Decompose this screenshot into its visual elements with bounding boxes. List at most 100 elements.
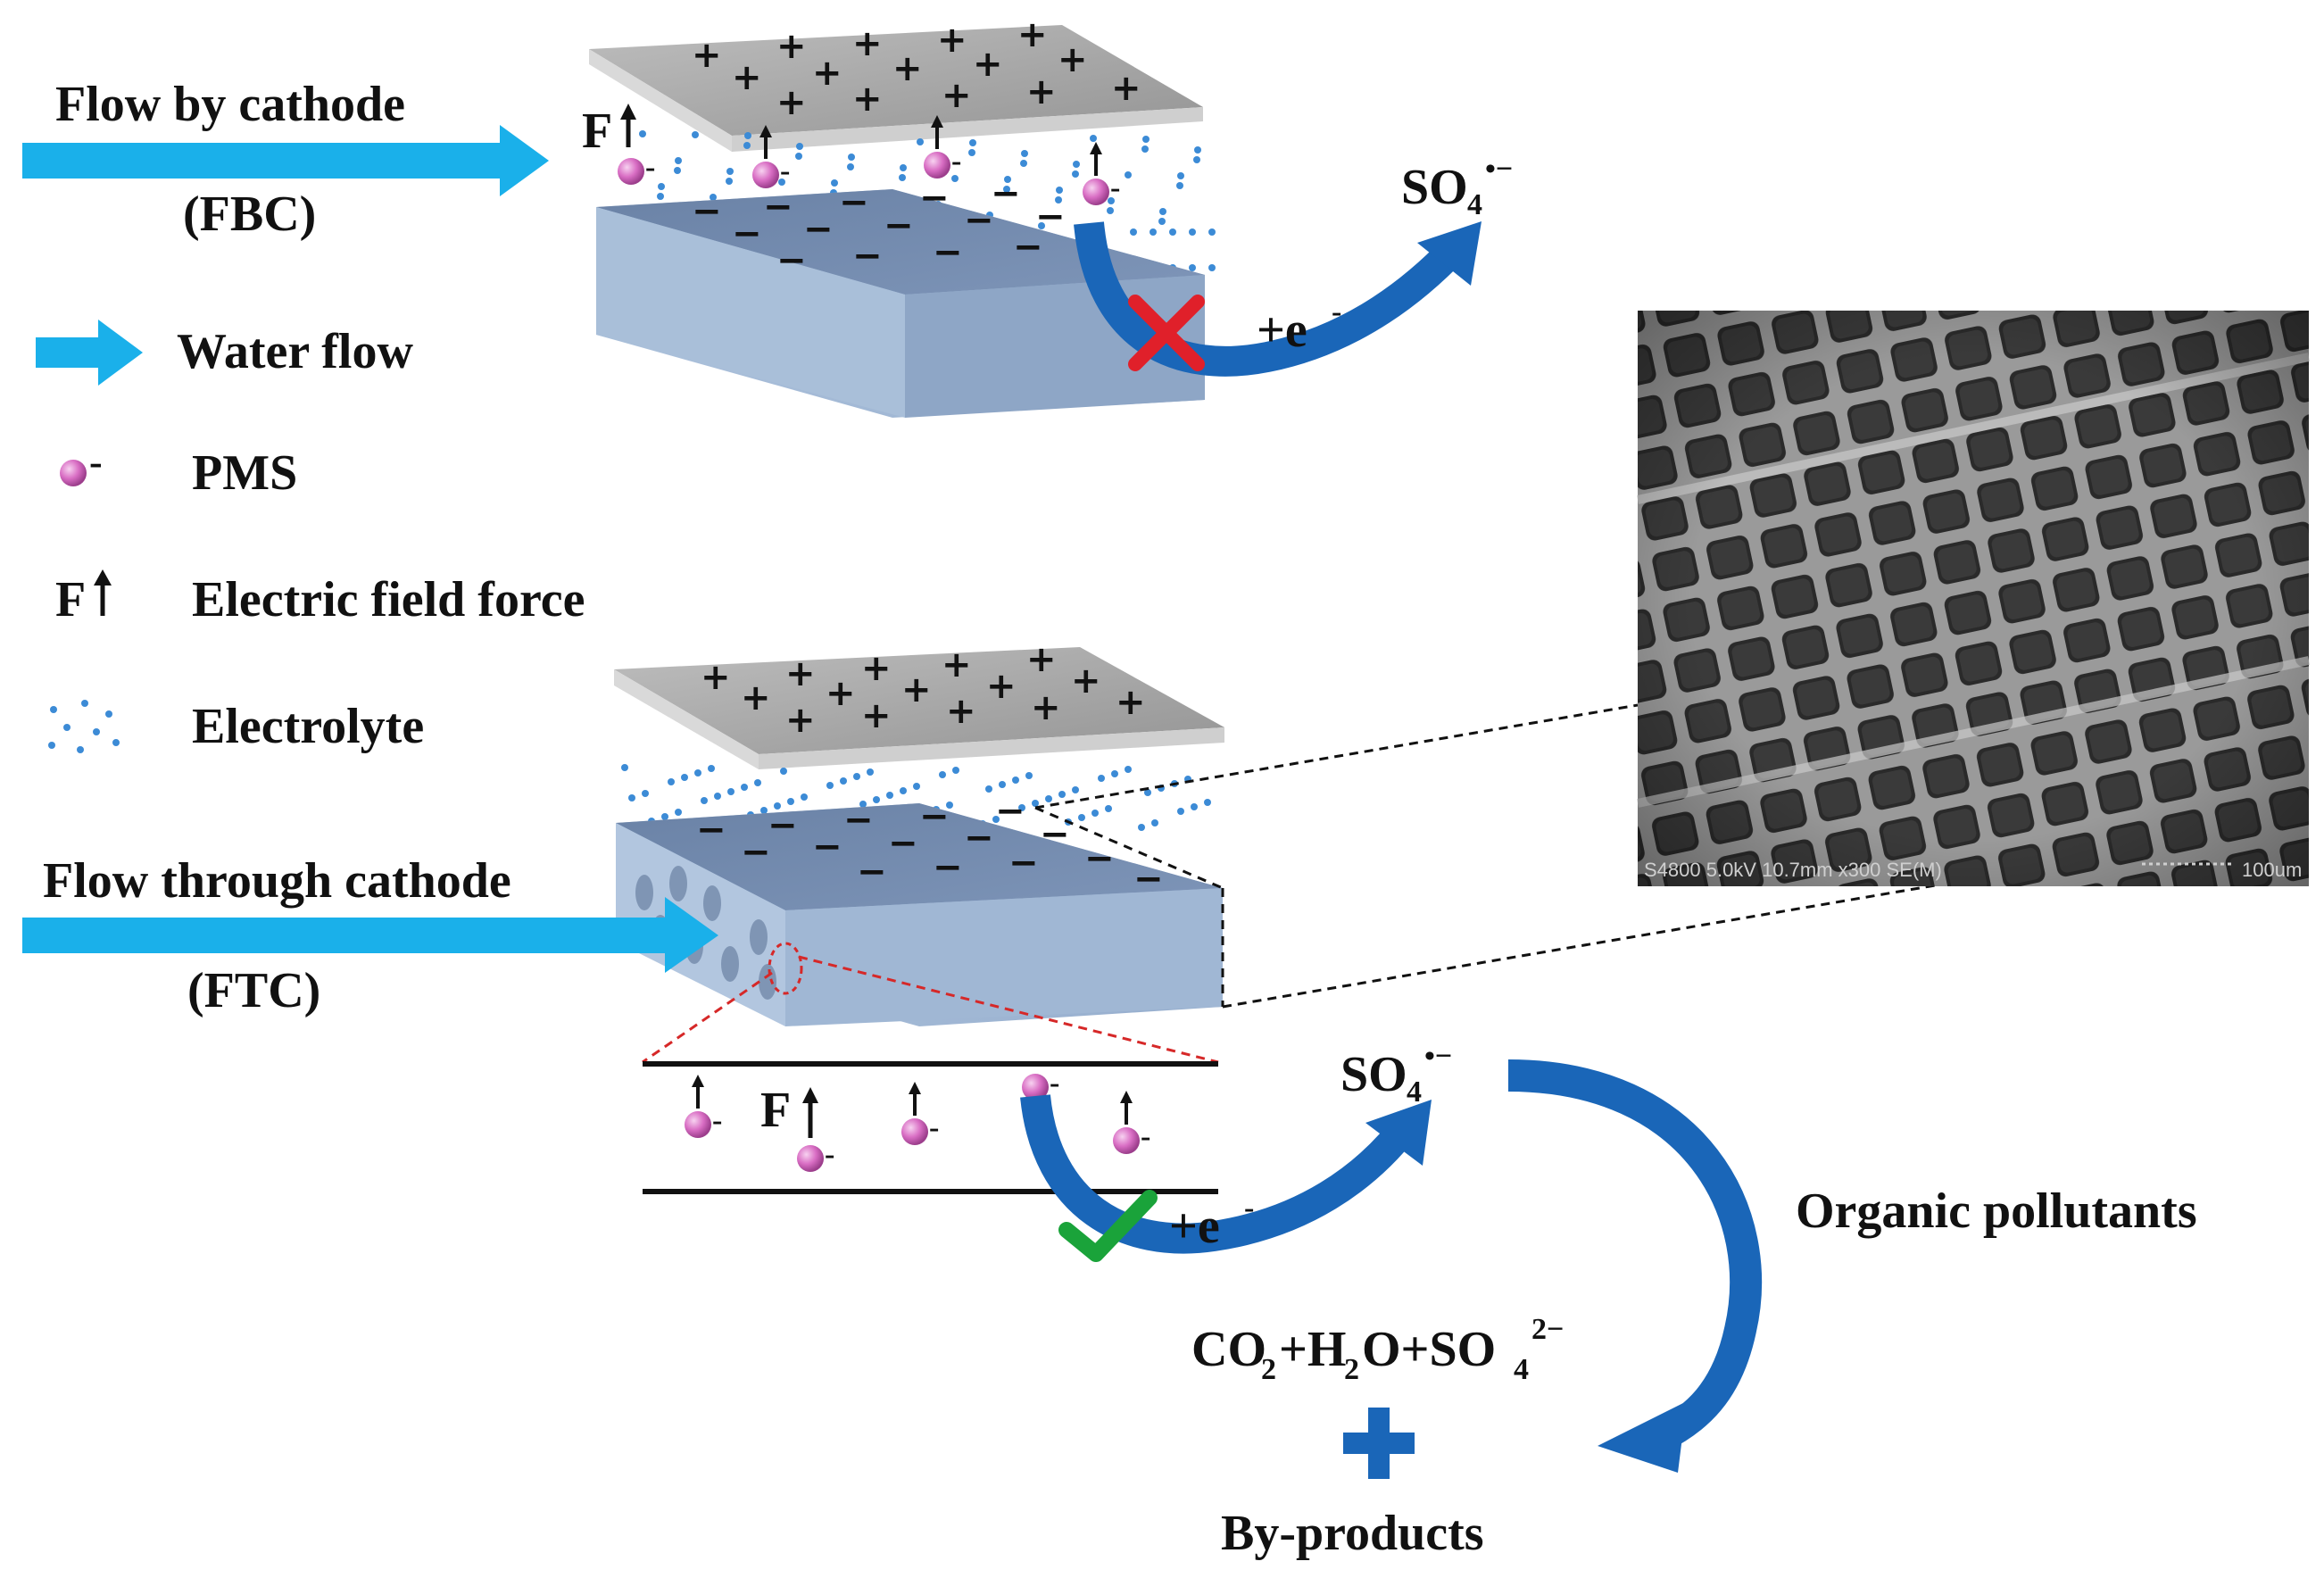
plus-sign: +: [1031, 687, 1061, 728]
plus-sign: +: [942, 644, 972, 685]
minus-sign: −: [964, 818, 994, 859]
minus-sign: −: [768, 805, 798, 846]
electrolyte-dot: [917, 138, 924, 145]
minus-sign: −: [1084, 838, 1115, 879]
ftc-anode-plate: [614, 647, 1224, 769]
svg-text:+e: +e: [1169, 1199, 1220, 1254]
plus-sign: +: [732, 57, 762, 98]
svg-text:-: -: [89, 440, 103, 484]
electrolyte-dot: [867, 768, 874, 776]
minus-sign: −: [812, 826, 842, 868]
electrolyte-dot: [873, 796, 880, 803]
electrolyte-dot: [1142, 136, 1150, 143]
plus-sign: +: [1026, 71, 1057, 112]
electrolyte-dot: [743, 142, 751, 149]
electrolyte-dot: [674, 167, 681, 174]
plus-sign: +: [741, 677, 771, 718]
svg-text:4: 4: [1514, 1353, 1529, 1386]
electrolyte-dot: [913, 783, 920, 790]
electrolyte-dot: [1072, 170, 1079, 178]
fbc-radical-label: SO 4 •−: [1401, 153, 1513, 221]
electrolyte-dot: [780, 768, 787, 775]
fbc-anode-plus-signs: +++++++++++++++: [692, 14, 1141, 123]
fbc-electron-label: +e -: [1257, 295, 1341, 358]
electrolyte-dot: [1125, 766, 1132, 773]
svg-text:-: -: [1244, 1192, 1254, 1225]
electrolyte-dot: [787, 798, 794, 805]
electrolyte-dot: [900, 787, 907, 794]
electrolyte-dot: [795, 153, 802, 160]
electrolyte-dot: [1021, 150, 1028, 157]
svg-text:•−: •−: [1424, 1040, 1452, 1073]
electrolyte-dot: [1189, 228, 1196, 236]
electrolyte-dot: [714, 793, 721, 800]
electrolyte-dot: [939, 771, 946, 778]
electrolyte-dot: [1058, 791, 1066, 798]
electrolyte-dot: [657, 193, 664, 200]
pms-particle: -: [685, 1075, 722, 1138]
svg-text:-: -: [1141, 1120, 1150, 1153]
electrolyte-dot: [661, 813, 668, 820]
minus-sign: −: [884, 205, 914, 246]
sem-info-text: S4800 5.0kV 10.7mm x300 SE(M): [1644, 859, 1942, 881]
svg-text:2: 2: [1344, 1353, 1359, 1386]
minus-sign: −: [995, 791, 1025, 832]
electrolyte-dot: [1098, 775, 1105, 782]
electrolyte-dot: [708, 765, 715, 772]
electrolyte-dot: [675, 157, 682, 164]
svg-text:-: -: [1332, 295, 1341, 328]
minus-sign: −: [1008, 843, 1039, 884]
electrolyte-dot: [1194, 146, 1201, 154]
ftc-anode-plus-signs: +++++++++++++++: [701, 639, 1146, 741]
minus-sign: −: [843, 800, 874, 841]
legend-water-flow-label: Water flow: [177, 324, 413, 379]
electrolyte-dot: [774, 802, 781, 810]
plus-sign: +: [901, 669, 932, 710]
minus-sign: −: [696, 810, 726, 851]
electrolyte-dot: [1159, 208, 1166, 215]
electrolyte-dot: [1176, 182, 1183, 189]
electrolyte-dot: [1193, 156, 1200, 163]
plus-sign: +: [937, 20, 967, 61]
electrolyte-dot: [658, 183, 665, 190]
ftc-pore-channel: [643, 1061, 1218, 1194]
electrolyte-dot: [1091, 810, 1099, 817]
plus-sign: +: [946, 691, 976, 732]
electrolyte-dot: [969, 139, 976, 146]
svg-text:-: -: [645, 151, 655, 184]
electrolyte-dot: [801, 793, 808, 801]
electrolyte-dot: [744, 132, 751, 139]
ftc-flow-arrow: [22, 897, 718, 973]
electrolyte-dot: [946, 801, 953, 809]
electrolyte-dot: [1151, 819, 1158, 826]
minus-sign: −: [803, 209, 834, 250]
minus-sign: −: [1013, 227, 1043, 268]
electrolyte-dot: [1055, 196, 1062, 203]
ftc-pms-particles: -----: [685, 1067, 1150, 1172]
electrolyte-dot: [694, 769, 701, 777]
plus-sign: +: [1026, 639, 1057, 680]
ftc-force-label: F: [760, 1083, 818, 1138]
svg-text:F: F: [760, 1083, 791, 1138]
electrolyte-dot: [952, 767, 959, 774]
sem-scale-text: 100um: [2242, 859, 2302, 881]
fbc-cathode-block: [596, 189, 1205, 418]
ftc-cathode-block: [616, 803, 1224, 1026]
ftc-cathode-minus-signs: −−−−−−−−−−−−−−−: [696, 791, 1164, 900]
electrolyte-dot: [1169, 228, 1176, 236]
electrolyte-dot: [826, 782, 834, 789]
electrolyte-dot: [1189, 264, 1196, 271]
electrolyte-dot: [796, 143, 803, 150]
electrolyte-dot: [1107, 207, 1114, 214]
electrolyte-dot: [628, 794, 635, 801]
electrolyte-dot: [853, 773, 860, 780]
plus-sign: +: [692, 35, 722, 76]
electrolyte-dot: [1150, 228, 1157, 236]
plus-sign: +: [812, 53, 842, 94]
electrolyte-dot: [1158, 218, 1166, 225]
electrolyte-dot: [681, 774, 688, 781]
plus-sign: +: [1017, 14, 1048, 55]
svg-text:-: -: [825, 1138, 834, 1171]
electrolyte-dot: [727, 788, 735, 795]
